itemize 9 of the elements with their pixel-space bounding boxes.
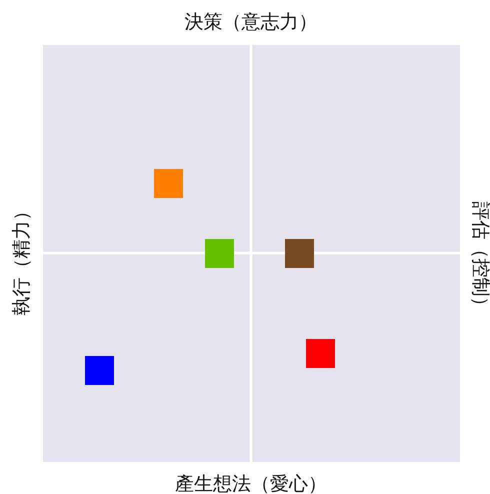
axis-label: 決策（意志力） bbox=[184, 12, 318, 32]
square-marker bbox=[205, 239, 234, 268]
square-marker bbox=[285, 239, 314, 268]
axis-label: 產生想法（愛心） bbox=[175, 474, 327, 494]
square-marker bbox=[306, 339, 335, 368]
axis-label: 執行（精力） bbox=[12, 201, 32, 315]
square-marker bbox=[154, 169, 183, 198]
axis-label: 評估（控制） bbox=[470, 201, 490, 315]
square-marker bbox=[85, 356, 114, 385]
